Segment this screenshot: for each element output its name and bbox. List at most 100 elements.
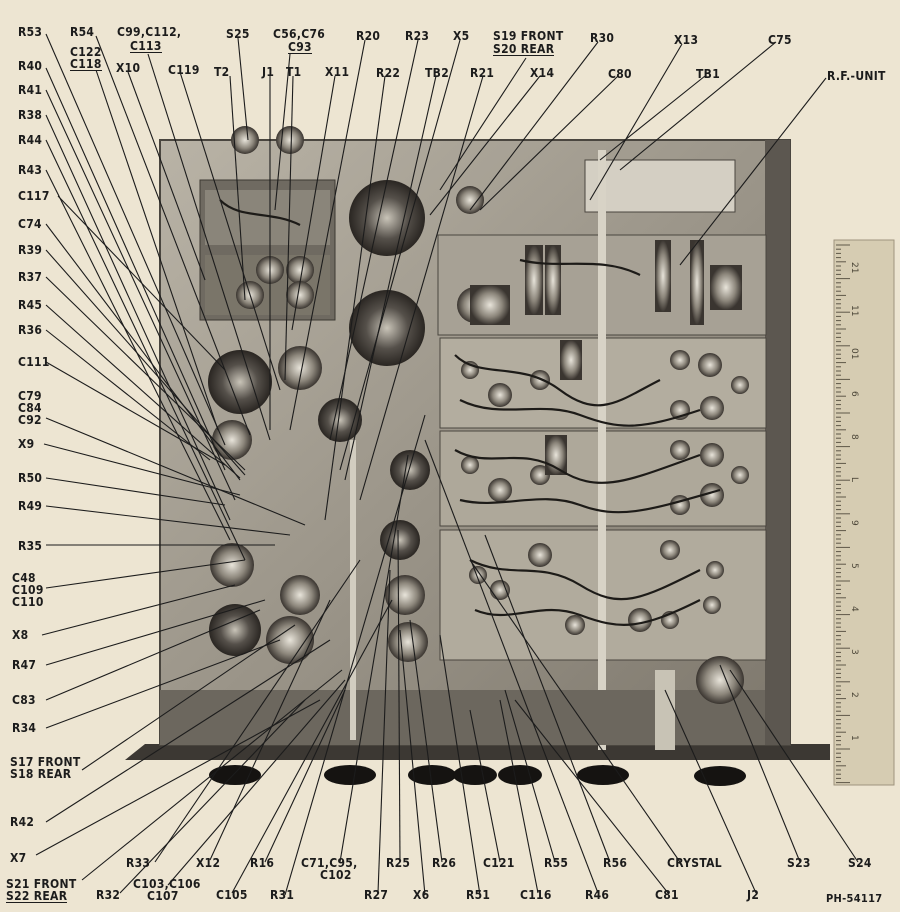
label-R39: R39 <box>18 243 43 257</box>
label-C117: C117 <box>18 189 50 203</box>
label-R37: R37 <box>18 270 43 284</box>
label-C109: C109 <box>12 583 44 597</box>
ruler-number: 8 <box>849 434 859 440</box>
label-X7: X7 <box>10 851 27 865</box>
label-J2: J2 <box>747 888 760 902</box>
label-R38: R38 <box>18 108 43 122</box>
label-C121: C121 <box>483 856 515 870</box>
label-S21: S21 FRONT <box>6 877 77 891</box>
label-C48: C48 <box>12 571 36 585</box>
label-R25: R25 <box>386 856 411 870</box>
label-C71-C95: C71,C95, <box>301 856 358 870</box>
label-R32: R32 <box>96 888 121 902</box>
label-C113: C113 <box>130 39 162 53</box>
label-S25: S25 <box>226 27 250 41</box>
ruler-number: 21 <box>849 262 859 273</box>
label-R42: R42 <box>10 815 35 829</box>
ruler-number: 4 <box>849 606 859 612</box>
label-C75: C75 <box>768 33 792 47</box>
chassis-body <box>159 139 791 750</box>
ruler-number: 01 <box>849 348 859 359</box>
base-plate <box>125 744 830 786</box>
label-S19: S19 FRONT <box>493 29 564 43</box>
label-S22: S22 REAR <box>6 889 68 903</box>
label-S18: S18 REAR <box>10 767 72 781</box>
label-C93: C93 <box>288 40 312 54</box>
label-T1: T1 <box>286 65 302 79</box>
label-R31: R31 <box>270 888 295 902</box>
label-R23: R23 <box>405 29 430 43</box>
label-C83: C83 <box>12 693 36 707</box>
label-J1: J1 <box>262 65 275 79</box>
label-RF-UNIT: R.F.-UNIT <box>827 69 886 83</box>
label-R40: R40 <box>18 59 43 73</box>
label-C102: C102 <box>320 868 352 882</box>
label-C56-C76: C56,C76 <box>273 27 326 41</box>
label-R35: R35 <box>18 539 43 553</box>
label-C92: C92 <box>18 413 42 427</box>
ruler-number: 11 <box>849 305 859 316</box>
label-T2: T2 <box>214 65 230 79</box>
label-C74: C74 <box>18 217 42 231</box>
ruler-number: 5 <box>849 563 859 569</box>
label-S24: S24 <box>848 856 872 870</box>
label-R26: R26 <box>432 856 457 870</box>
label-R36: R36 <box>18 323 43 337</box>
label-S23: S23 <box>787 856 811 870</box>
label-R54: R54 <box>70 25 95 39</box>
label-TB2: TB2 <box>425 66 450 80</box>
ruler-number: 2 <box>849 692 859 698</box>
label-C107: C107 <box>147 889 179 903</box>
label-C80: C80 <box>608 67 632 81</box>
label-C79: C79 <box>18 389 42 403</box>
label-C110: C110 <box>12 595 44 609</box>
label-R43: R43 <box>18 163 43 177</box>
label-R55: R55 <box>544 856 569 870</box>
label-C84: C84 <box>18 401 42 415</box>
label-R41: R41 <box>18 83 43 97</box>
leader-lines <box>35 33 859 896</box>
rf-components <box>461 240 749 635</box>
label-S17: S17 FRONT <box>10 755 81 769</box>
label-C99-C112: C99,C112, <box>117 25 182 39</box>
label-X10: X10 <box>116 61 141 75</box>
label-R50: R50 <box>18 471 43 485</box>
label-X11: X11 <box>325 65 350 79</box>
label-R33: R33 <box>126 856 151 870</box>
label-X6: X6 <box>413 888 430 902</box>
label-CRYSTAL: CRYSTAL <box>667 856 722 870</box>
ruler-number: 9 <box>849 520 859 526</box>
label-R20: R20 <box>356 29 381 43</box>
label-X12: X12 <box>196 856 221 870</box>
label-R49: R49 <box>18 499 43 513</box>
label-X9: X9 <box>18 437 35 451</box>
label-C81: C81 <box>655 888 679 902</box>
label-C122: C122 <box>70 45 102 59</box>
ruler-number: 3 <box>849 649 859 655</box>
label-R16: R16 <box>250 856 275 870</box>
label-R27: R27 <box>364 888 389 902</box>
label-X5: X5 <box>453 29 470 43</box>
label-X13: X13 <box>674 33 699 47</box>
label-R21: R21 <box>470 66 495 80</box>
label-C111: C111 <box>18 355 50 369</box>
label-R44: R44 <box>18 133 43 147</box>
ruler-number: 1 <box>849 735 859 741</box>
label-R45: R45 <box>18 298 43 312</box>
label-R46: R46 <box>585 888 610 902</box>
label-R34: R34 <box>12 721 37 735</box>
label-C116: C116 <box>520 888 552 902</box>
label-R51: R51 <box>466 888 491 902</box>
label-C103-C106: C103,C106 <box>133 877 201 891</box>
label-R53: R53 <box>18 25 43 39</box>
label-R30: R30 <box>590 31 615 45</box>
label-S20: S20 REAR <box>493 42 555 56</box>
label-C119: C119 <box>168 63 200 77</box>
ruler-number: 6 <box>849 391 859 397</box>
ruler-number: L <box>849 477 859 482</box>
label-TB1: TB1 <box>696 67 721 81</box>
label-R47: R47 <box>12 658 37 672</box>
